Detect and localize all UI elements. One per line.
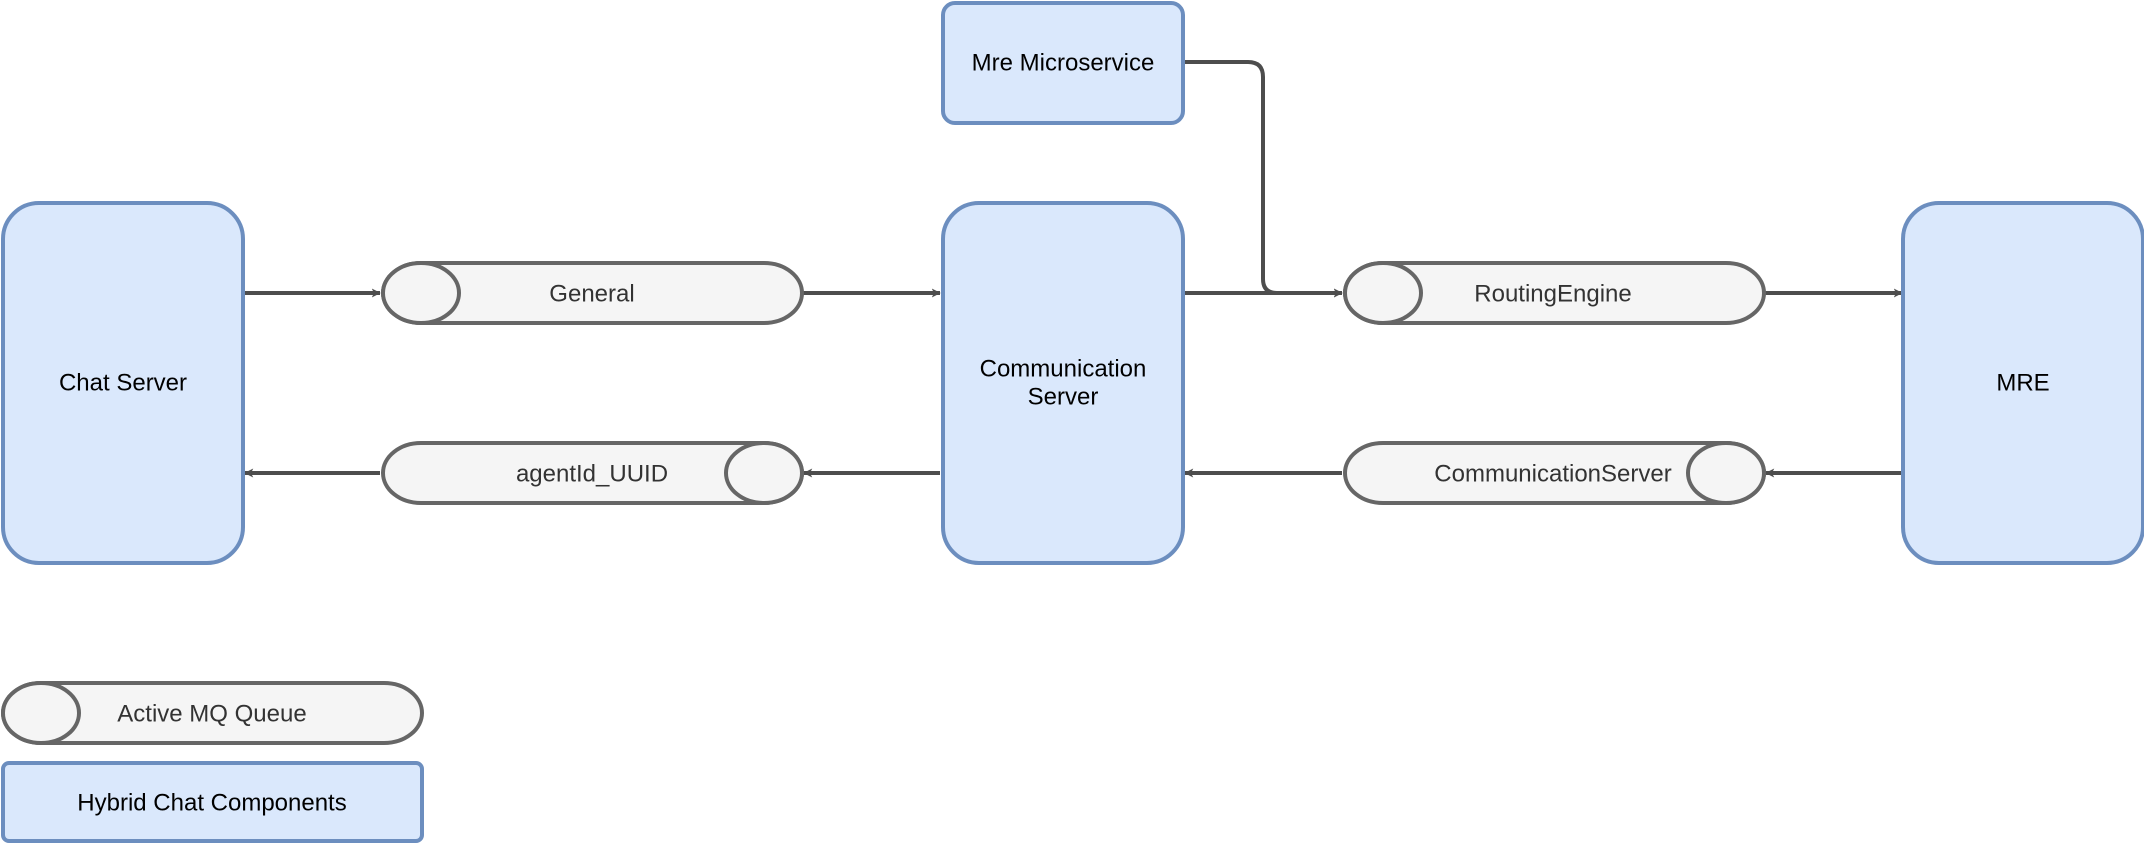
routing-engine-queue-label: RoutingEngine	[1474, 280, 1631, 307]
mre-microservice-label: Mre Microservice	[972, 49, 1155, 76]
mre-node: MRE	[1901, 201, 2144, 565]
communication-server-queue: CommunicationServer	[1343, 441, 1766, 505]
legend-component-label: Hybrid Chat Components	[77, 789, 346, 816]
legend-component: Hybrid Chat Components	[1, 761, 424, 843]
communication-server-label-line1: Communication	[980, 355, 1147, 382]
chat-server-label: Chat Server	[59, 369, 187, 396]
agent-id-uuid-queue: agentId_UUID	[381, 441, 804, 505]
general-queue: General	[381, 261, 804, 325]
communication-server-label-line2: Server	[1028, 383, 1099, 410]
edge-mre-microservice-to-routing-engine	[1183, 60, 1343, 298]
chat-server-node: Chat Server	[1, 201, 245, 565]
communication-server-node: Communication Server	[941, 201, 1185, 565]
general-queue-label: General	[549, 280, 634, 307]
mre-label: MRE	[1996, 369, 2049, 396]
legend-queue: Active MQ Queue	[1, 681, 424, 745]
routing-engine-queue: RoutingEngine	[1343, 261, 1766, 325]
agent-id-uuid-queue-label: agentId_UUID	[516, 460, 668, 487]
mre-microservice-node: Mre Microservice	[941, 1, 1185, 125]
legend-queue-label: Active MQ Queue	[117, 700, 306, 727]
communication-server-queue-label: CommunicationServer	[1434, 460, 1671, 487]
